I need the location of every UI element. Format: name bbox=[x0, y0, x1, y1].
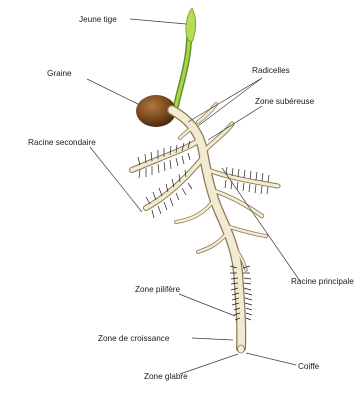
label-zone-croissance: Zone de croissance bbox=[98, 334, 170, 343]
label-radicelles: Radicelles bbox=[252, 66, 290, 75]
young-stem bbox=[176, 8, 196, 106]
label-racine-secondaire: Racine secondaire bbox=[28, 138, 96, 147]
root-cap bbox=[238, 345, 245, 353]
label-graine: Graine bbox=[47, 69, 72, 78]
label-coiffe: Coiffe bbox=[298, 362, 320, 371]
root-system bbox=[132, 104, 278, 353]
label-zone-subereuse: Zone subéreuse bbox=[255, 97, 315, 106]
label-jeune-tige: Jeune tige bbox=[79, 15, 117, 24]
label-zone-glabre: Zone glabre bbox=[144, 372, 188, 381]
label-racine-principale: Racine principale bbox=[291, 277, 354, 286]
label-zone-pilifere: Zone pilifère bbox=[135, 285, 181, 294]
